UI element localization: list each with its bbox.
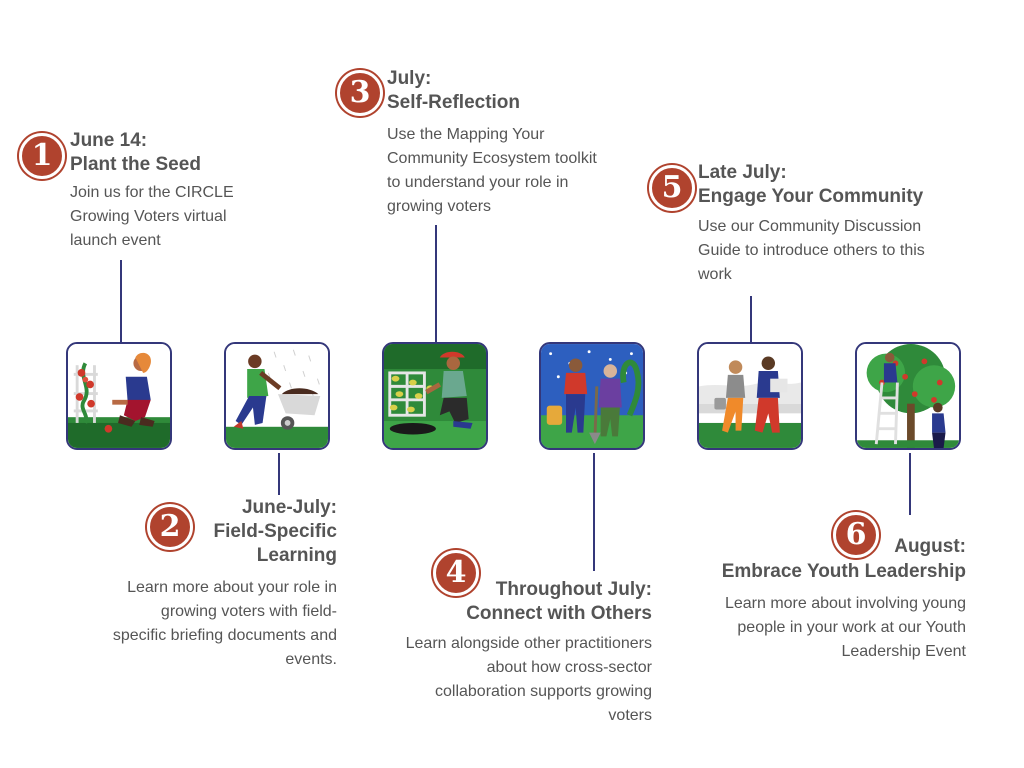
step-5-description: Use our Community Discussion Guide to in…: [698, 218, 925, 283]
connector-line-1: [120, 260, 122, 342]
step-1-description: Join us for the CIRCLE Growing Voters vi…: [70, 184, 234, 249]
step-6-date: August:: [894, 536, 966, 557]
step-4-title: Connect with Others: [466, 603, 652, 624]
wheelbarrow-gardener-icon: [226, 344, 328, 448]
step-3-date: July:: [387, 68, 432, 89]
step-1-title: Plant the Seed: [70, 154, 201, 175]
step-2-number-badge: 2: [147, 504, 193, 550]
step-1-date: June 14:: [70, 130, 148, 151]
connector-line-4: [593, 453, 595, 571]
illustration-field-learning: [224, 342, 330, 450]
connector-line-6: [909, 453, 911, 515]
step-4-date: Throughout July:: [495, 579, 652, 600]
step-3-description: Use the Mapping Your Community Ecosystem…: [387, 126, 597, 215]
step-2-date: June-July:: [241, 497, 337, 518]
step-5-title: Engage Your Community: [698, 186, 924, 207]
step-4-number-badge: 4: [433, 550, 479, 596]
gardener-planting-icon: [68, 344, 170, 448]
illustration-engage-community: [697, 342, 803, 450]
step-2-description: Learn more about your role in growing vo…: [112, 579, 337, 668]
gardener-trellis-icon: [384, 344, 486, 448]
step-1-number-badge: 1: [19, 133, 65, 179]
connector-line-3: [435, 225, 437, 342]
step-3-number-badge: 3: [337, 70, 383, 116]
people-walking-icon: [699, 344, 801, 448]
step-6-number-badge: 6: [833, 512, 879, 558]
connector-line-5: [750, 296, 752, 342]
illustration-youth-leadership: [855, 342, 961, 450]
two-gardeners-icon: [541, 344, 643, 448]
illustration-planting-seed: [66, 342, 172, 450]
step-6-title: Embrace Youth Leadership: [721, 561, 966, 582]
step-4-description: Learn alongside other practitioners abou…: [405, 635, 652, 724]
step-5-number-badge: 5: [649, 165, 695, 211]
step-6-description: Learn more about involving young people …: [724, 595, 966, 660]
step-2-title: Field-Specific Learning: [213, 521, 337, 566]
step-5-date: Late July:: [698, 162, 787, 183]
connector-line-2: [278, 453, 280, 495]
step-3-title: Self-Reflection: [387, 92, 521, 113]
illustration-self-reflection: [382, 342, 488, 450]
apple-picking-icon: [857, 344, 959, 448]
illustration-connect-others: [539, 342, 645, 450]
